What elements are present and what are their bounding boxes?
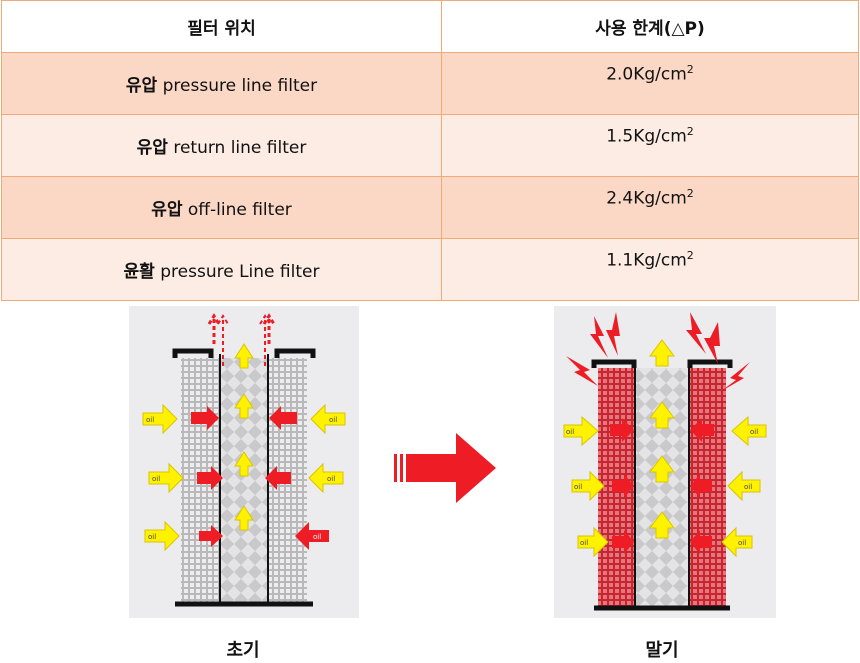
cell-location: 윤활 pressure Line filter <box>1 238 442 301</box>
header-location: 필터 위치 <box>1 0 442 53</box>
table-row: 유압 return line filter 1.5Kg/cm2 <box>1 114 859 177</box>
progression-arrow-icon <box>394 433 496 503</box>
oil-label: oil <box>738 539 746 547</box>
limit-exponent: 2 <box>686 249 694 262</box>
limit-value: 1.5Kg/cm <box>606 126 687 147</box>
filter-limit-table: 필터 위치 사용 한계(△P) 유압 pressure line filter … <box>1 0 859 301</box>
table-row: 윤활 pressure Line filter 1.1Kg/cm2 <box>1 238 859 301</box>
filter-kind: 유압 <box>125 76 158 96</box>
oil-label: oil <box>148 533 156 541</box>
cell-limit: 1.1Kg/cm2 <box>441 238 859 301</box>
cell-limit: 2.4Kg/cm2 <box>441 176 859 239</box>
oil-arrows-left: oil oil oil <box>142 403 184 552</box>
table-row: 유압 off-line filter 2.4Kg/cm2 <box>1 176 859 239</box>
limit-exponent: 2 <box>686 125 694 138</box>
limit-exponent: 2 <box>686 63 694 76</box>
table-row: 유압 pressure line filter 2.0Kg/cm2 <box>1 52 859 115</box>
filter-final-diagram: oil oil oil oil oil oil <box>554 306 776 618</box>
cell-location: 유압 off-line filter <box>1 176 442 239</box>
caption-final: 말기 <box>645 640 679 661</box>
filter-kind: 유압 <box>136 138 168 158</box>
filter-name: pressure line filter <box>162 76 318 96</box>
oil-label: oil <box>750 428 758 436</box>
oil-label: oil <box>146 416 154 424</box>
limit-value: 2.4Kg/cm <box>606 188 687 209</box>
filter-name: pressure Line filter <box>160 262 320 282</box>
filter-kind: 윤활 <box>123 262 155 282</box>
oil-label: oil <box>327 475 335 483</box>
oil-label: oil <box>566 428 574 436</box>
oil-arrows-right: oil oil oil <box>295 403 346 550</box>
cell-location: 유압 pressure line filter <box>1 52 442 115</box>
cell-limit: 1.5Kg/cm2 <box>441 114 859 177</box>
limit-exponent: 2 <box>686 187 694 200</box>
limit-value: 2.0Kg/cm <box>606 64 687 85</box>
caption-initial: 초기 <box>226 640 260 661</box>
oil-label: oil <box>313 533 321 541</box>
table-header-row: 필터 위치 사용 한계(△P) <box>1 0 859 53</box>
filter-name: return line filter <box>173 138 307 158</box>
oil-label: oil <box>574 483 582 491</box>
cell-limit: 2.0Kg/cm2 <box>441 52 859 115</box>
oil-label: oil <box>152 475 160 483</box>
pressure-burst-icon <box>566 312 750 392</box>
oil-label: oil <box>580 539 588 547</box>
cell-location: 유압 return line filter <box>1 114 442 177</box>
limit-value: 1.1Kg/cm <box>606 250 687 271</box>
header-limit: 사용 한계(△P) <box>441 0 859 53</box>
oil-label: oil <box>329 416 337 424</box>
filter-initial-diagram: oil oil oil oil oil oil <box>129 306 359 618</box>
filter-name: off-line filter <box>187 200 292 220</box>
filter-kind: 유압 <box>151 200 183 220</box>
oil-label: oil <box>744 483 752 491</box>
